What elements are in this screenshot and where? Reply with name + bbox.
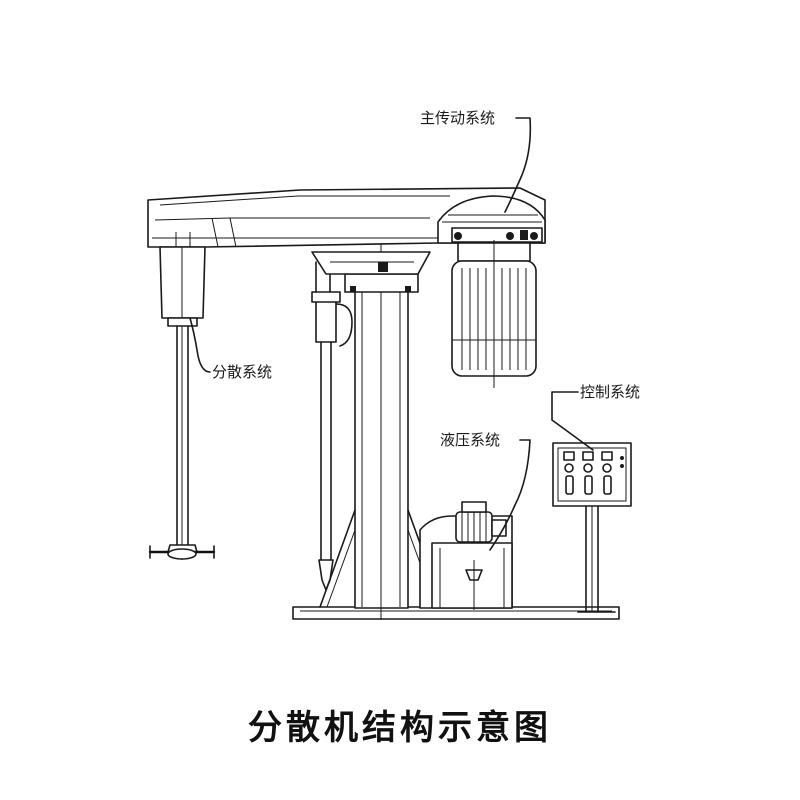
label-control-system: 控制系统 — [580, 383, 640, 401]
callout-leaders — [189, 117, 594, 551]
dispersion-assembly — [148, 246, 216, 560]
drive-housing — [437, 195, 546, 244]
main-column — [319, 240, 444, 620]
label-dispersion-system: 分散系统 — [212, 363, 272, 381]
control-cabinet — [552, 442, 632, 613]
motor — [451, 240, 537, 388]
figure-caption: 分散机结构示意图 — [248, 708, 552, 748]
pivot-head — [311, 235, 431, 275]
hydraulic-rod — [311, 261, 353, 591]
label-hydraulic-system: 液压系统 — [440, 431, 500, 449]
hydraulic-station — [419, 501, 513, 610]
label-main-drive-system: 主传动系统 — [420, 109, 495, 127]
